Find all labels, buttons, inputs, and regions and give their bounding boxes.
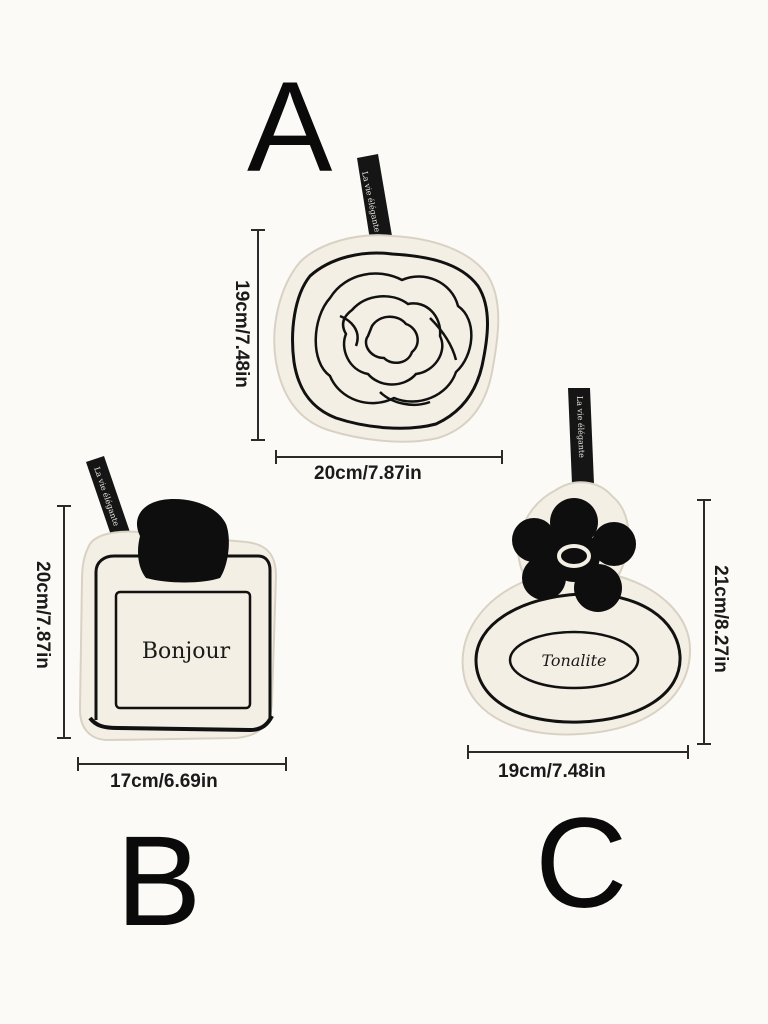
product-b-label-frame xyxy=(114,590,252,710)
product-a-mat: La vie élégante xyxy=(251,154,503,464)
product-c-dimension-lines xyxy=(467,499,711,759)
product-c-flower xyxy=(512,498,636,612)
product-b-width-label: 17cm/6.69in xyxy=(110,771,218,792)
product-c-tag-text: La vie élégante xyxy=(575,396,586,459)
product-b-cap xyxy=(136,499,229,583)
product-a-width-label: 20cm/7.87in xyxy=(314,463,422,484)
product-b-mat: La vie élégante Bonjour xyxy=(57,456,287,771)
product-b-frame-bottom xyxy=(88,715,274,733)
product-c-width-label: 19cm/7.48in xyxy=(498,761,606,782)
product-c-flower-center xyxy=(557,544,591,568)
product-c-label-oval xyxy=(508,630,640,690)
product-a-outline xyxy=(291,251,489,430)
product-a-petals-center xyxy=(364,315,419,365)
letter-b: B xyxy=(116,810,202,953)
product-a-body xyxy=(273,234,500,443)
product-c-height-label: 21cm/8.27in xyxy=(709,565,731,673)
letter-a: A xyxy=(247,56,333,199)
product-b-hang-tag xyxy=(86,456,132,544)
product-a-hang-tag xyxy=(357,154,392,240)
product-c-ring xyxy=(474,592,682,724)
product-c-mat: La vie élégante Tonalite xyxy=(461,388,711,759)
product-b-height-label: 20cm/7.87in xyxy=(31,561,53,669)
product-a-dimension-lines xyxy=(251,229,503,464)
product-b-dimension-lines xyxy=(57,505,287,771)
product-a-petal-strokes xyxy=(339,314,458,406)
product-a-height-label: 19cm/7.48in xyxy=(230,280,252,388)
product-c-label-text: Tonalite xyxy=(541,651,606,670)
product-b-label-text: Bonjour xyxy=(142,639,231,664)
product-a-petals-mid xyxy=(314,272,473,405)
letter-c: C xyxy=(535,792,628,935)
product-a-petals-inner xyxy=(341,295,444,386)
product-c-hang-tag xyxy=(568,388,594,484)
